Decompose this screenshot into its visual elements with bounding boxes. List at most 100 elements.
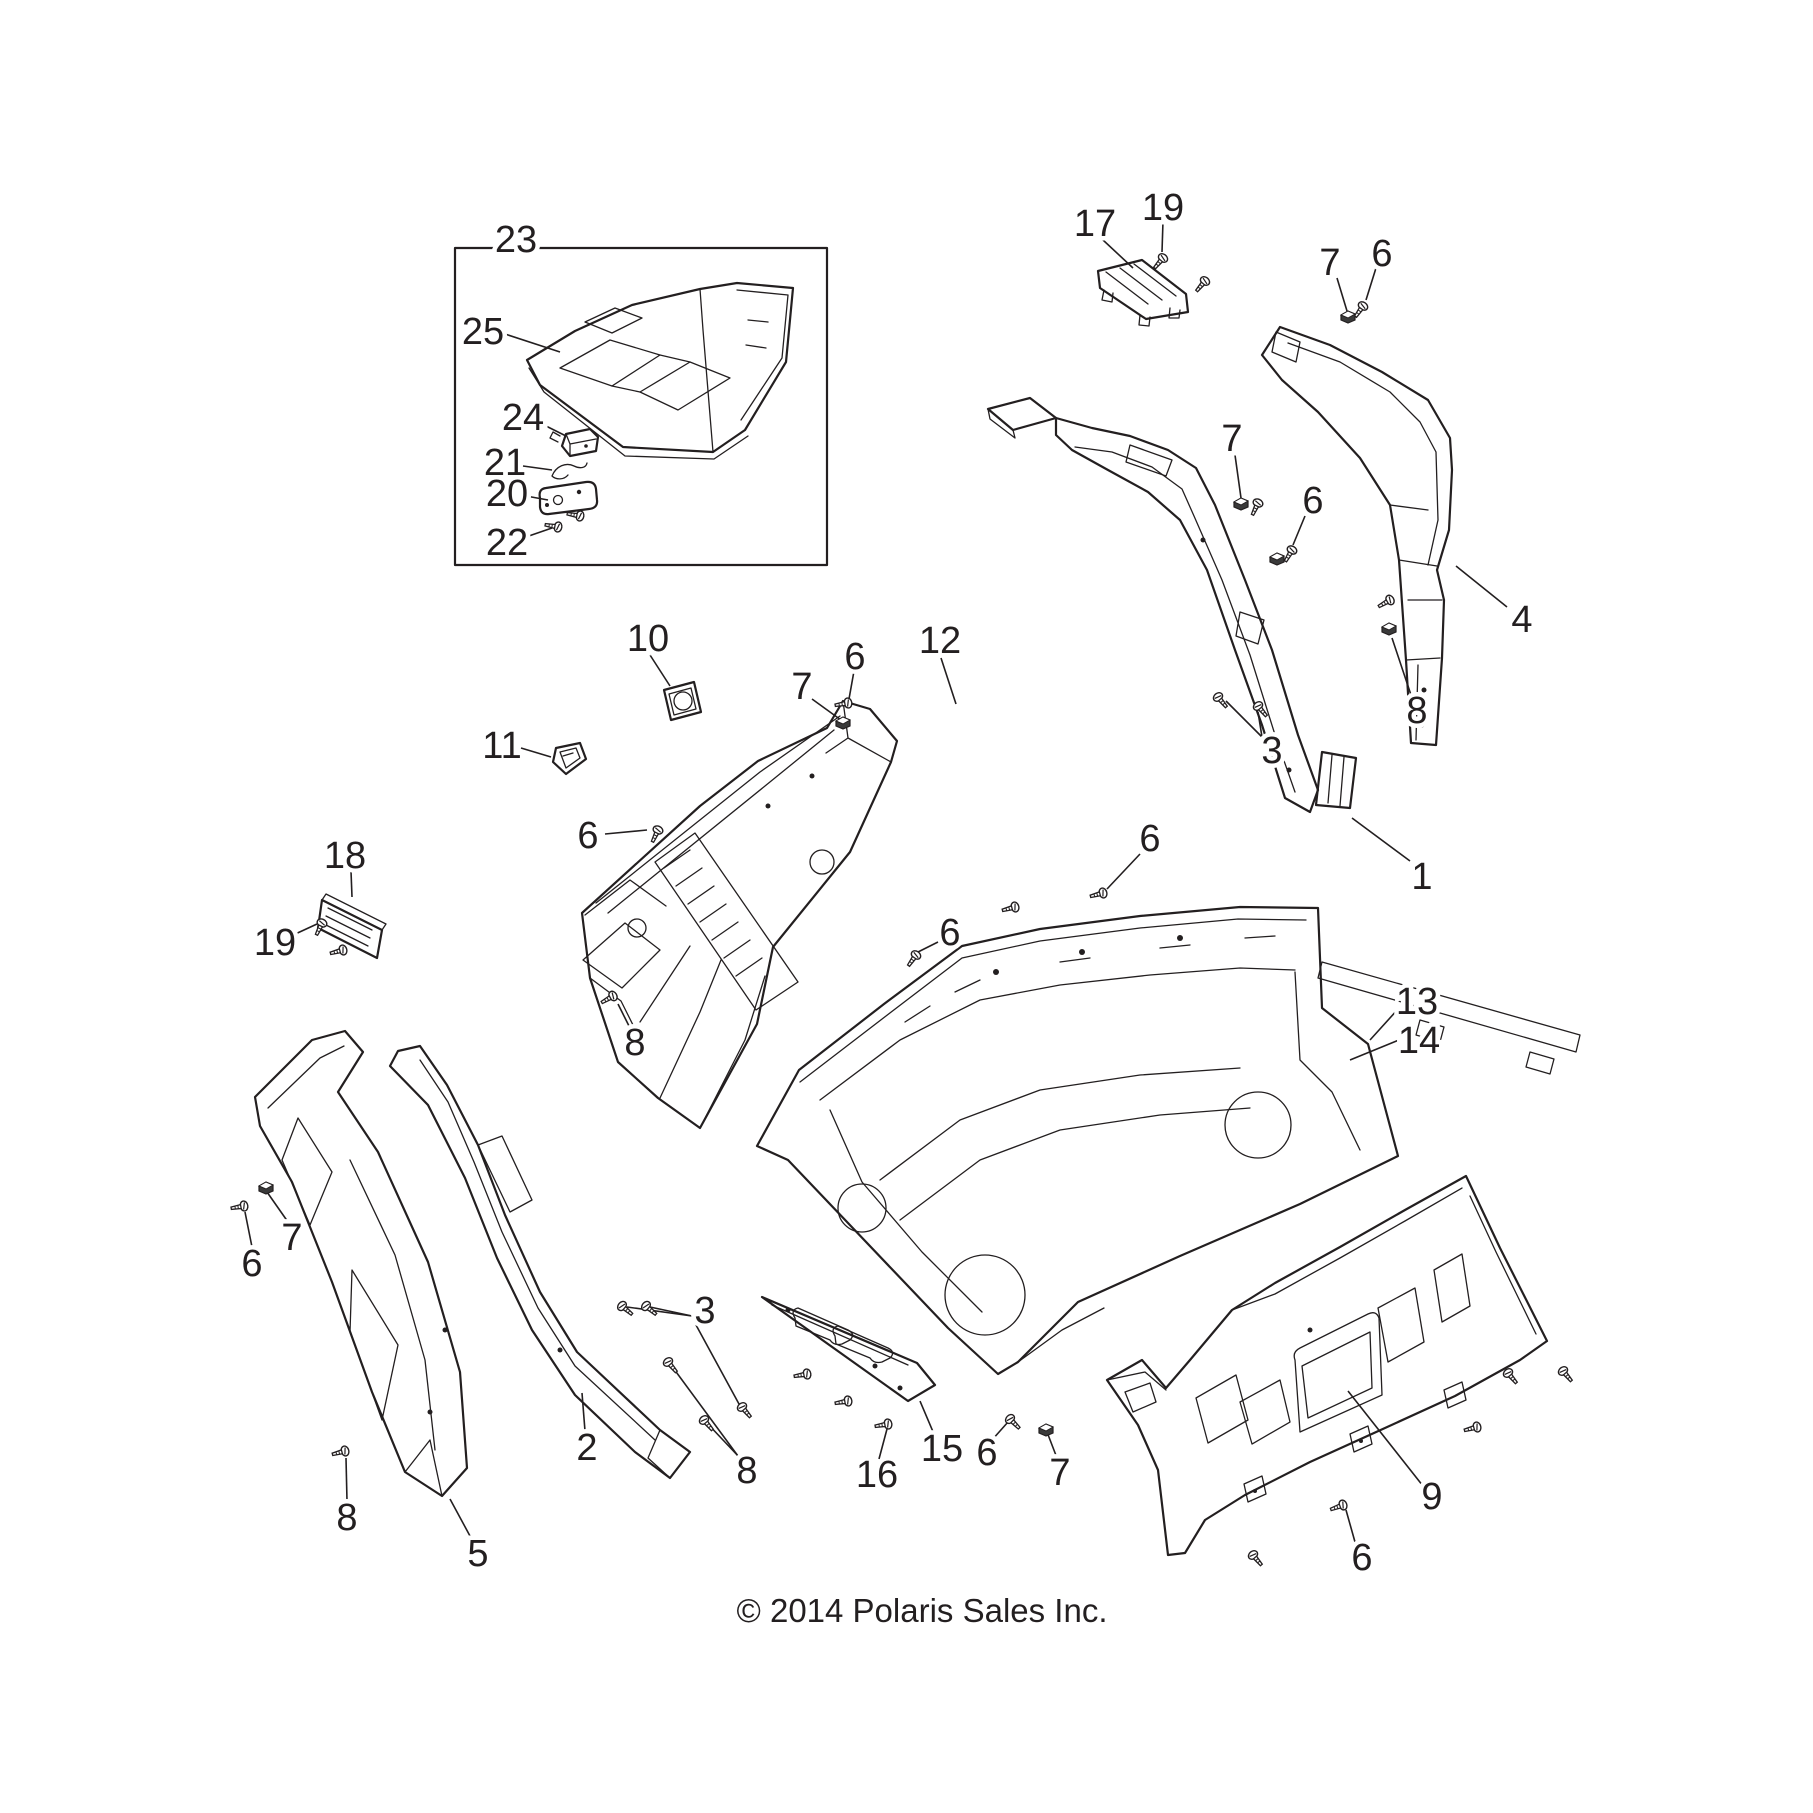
leader-line: [604, 829, 648, 835]
screw-icon: [792, 1367, 813, 1382]
callout-6: 6: [1371, 233, 1392, 275]
leader-line: [1292, 515, 1306, 546]
part-15-mount-plate: [760, 1295, 937, 1403]
part-25-bed-floor-panel: [525, 281, 795, 460]
part-4-rear-cab-frame-right: [1260, 325, 1454, 747]
screw-icon: [1192, 274, 1212, 295]
leader-line: [1257, 711, 1263, 738]
screw-icon: [1247, 496, 1265, 518]
leader-line: [1234, 454, 1242, 499]
leader-line: [1161, 220, 1164, 253]
part-18-side-grille: [316, 893, 387, 960]
screw-icon: [311, 916, 329, 938]
leader-line: [539, 422, 567, 437]
leader-line: [522, 465, 553, 471]
callout-7: 7: [791, 666, 812, 708]
leader-line: [290, 923, 318, 937]
screw-icon: [229, 1199, 250, 1214]
callout-17: 17: [1074, 203, 1116, 245]
leader-line: [1455, 565, 1508, 608]
callout-20: 20: [486, 473, 528, 515]
callout-8: 8: [736, 1450, 757, 1492]
part-9-rear-closeoff-panel: [1105, 1174, 1549, 1557]
leader-line: [449, 1498, 471, 1537]
retainer-clip-icon: [1269, 552, 1285, 566]
screw-icon: [1000, 900, 1021, 916]
leader-line: [848, 670, 855, 700]
leader-line: [1102, 239, 1134, 269]
leader-line: [1336, 277, 1348, 312]
callout-6: 6: [844, 636, 865, 678]
retainer-clip-icon: [1038, 1423, 1054, 1437]
copyright-text: © 2014 Polaris Sales Inc.: [736, 1592, 1107, 1629]
callout-11: 11: [482, 725, 521, 767]
leader-line: [991, 1421, 1009, 1441]
leader-line: [525, 495, 549, 501]
leader-line: [266, 1191, 289, 1223]
leader-line: [917, 941, 939, 953]
callout-24: 24: [502, 397, 544, 439]
callout-7: 7: [1319, 242, 1340, 284]
leader-line: [626, 1306, 693, 1317]
screw-icon: [873, 1417, 894, 1432]
callout-6: 6: [976, 1432, 997, 1474]
callout-6: 6: [241, 1243, 262, 1285]
leader-line: [649, 654, 671, 687]
callout-2: 2: [576, 1427, 597, 1469]
callout-16: 16: [856, 1454, 898, 1496]
part-13-14-rear-cargo-box: [755, 905, 1581, 1376]
callout-4: 4: [1511, 599, 1532, 641]
leader-line: [919, 1400, 935, 1435]
part-1-cab-frame-left: [986, 396, 1358, 814]
callout-19: 19: [1142, 187, 1184, 229]
callout-23: 23: [495, 219, 537, 261]
part-24-latch: [549, 427, 600, 458]
leader-line: [1225, 700, 1263, 738]
callout-5: 5: [467, 1533, 488, 1575]
callout-10: 10: [627, 618, 669, 660]
leader-line: [522, 527, 553, 539]
callout-8: 8: [624, 1022, 645, 1064]
callout-14: 14: [1398, 1020, 1440, 1062]
screw-icon: [1211, 690, 1231, 711]
callout-7: 7: [281, 1217, 302, 1259]
retainer-clip-icon: [1233, 497, 1249, 511]
callout-22: 22: [486, 522, 528, 564]
callout-21: 21: [484, 442, 526, 484]
screw-icon: [1462, 1420, 1483, 1436]
screw-icon: [615, 1299, 636, 1319]
screw-icon: [1328, 1498, 1349, 1515]
leader-line: [244, 1211, 253, 1248]
leader-line: [811, 698, 842, 721]
callout-6: 6: [577, 815, 598, 857]
retainer-clip-icon: [258, 1181, 274, 1195]
leader-line: [504, 333, 561, 353]
callout-3: 3: [1261, 730, 1282, 772]
callout-19: 19: [254, 922, 296, 964]
part-12-rear-closeoff-panel: [580, 699, 899, 1130]
callout-9: 9: [1421, 1476, 1442, 1518]
callout-7: 7: [1221, 418, 1242, 460]
leader-line: [878, 1428, 888, 1460]
leader-line: [1347, 1390, 1424, 1487]
callout-6: 6: [1139, 818, 1160, 860]
part-20-plate: [538, 480, 599, 516]
retainer-clip-icon: [1381, 622, 1397, 636]
leader-line: [1106, 853, 1141, 890]
part-17-vent-grille: [1096, 258, 1190, 327]
leader-line: [1345, 1509, 1356, 1543]
part-2-rear-fender-support-left: [388, 1044, 692, 1480]
fasteners-layer: [229, 251, 1576, 1569]
callout-18: 18: [324, 835, 366, 877]
callout-8: 8: [1406, 690, 1427, 732]
leader-line: [1351, 817, 1411, 862]
callout-7: 7: [1049, 1452, 1070, 1494]
part-11-clip: [551, 741, 588, 776]
leader-line: [695, 1324, 740, 1405]
leader-line: [940, 657, 957, 705]
callout-13: 13: [1396, 981, 1438, 1023]
screw-icon: [661, 1355, 681, 1376]
